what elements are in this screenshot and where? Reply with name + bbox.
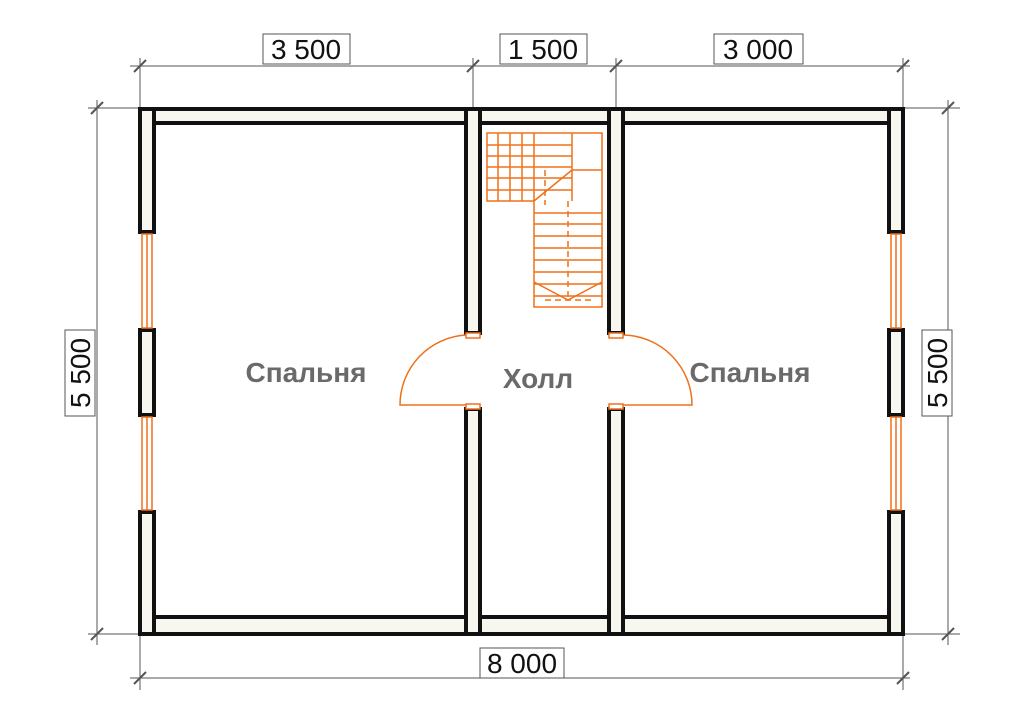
wall-inner-left-upper bbox=[464, 107, 482, 335]
door-left bbox=[399, 334, 467, 406]
wall-top bbox=[138, 107, 905, 125]
door-right bbox=[622, 334, 693, 406]
room-label-bedroom-right: Спальня bbox=[690, 357, 811, 388]
dim-bottom: 8 000 bbox=[487, 648, 557, 679]
room-label-hall: Холл bbox=[503, 363, 573, 394]
doors bbox=[399, 332, 693, 410]
windows bbox=[141, 233, 902, 511]
room-label-bedroom-left: Спальня bbox=[246, 357, 367, 388]
dim-top-right: 3 000 bbox=[723, 34, 793, 65]
staircase bbox=[486, 132, 603, 308]
wall-inner-right-upper bbox=[607, 107, 625, 335]
dim-top-left: 3 500 bbox=[271, 34, 341, 65]
walls bbox=[138, 107, 905, 636]
wall-right-3 bbox=[887, 510, 905, 636]
room-labels: Спальня Холл Спальня bbox=[246, 357, 811, 394]
wall-inner-left-lower bbox=[464, 407, 482, 636]
dimension-lines bbox=[88, 58, 960, 690]
wall-left-2 bbox=[138, 328, 156, 417]
dimension-labels: 3 500 1 500 3 000 8 000 5 500 5 500 bbox=[64, 33, 953, 679]
wall-left-3 bbox=[138, 510, 156, 636]
wall-bottom bbox=[138, 615, 905, 636]
wall-left-1 bbox=[138, 107, 156, 234]
wall-right-1 bbox=[887, 107, 905, 234]
dim-right: 5 500 bbox=[922, 338, 953, 408]
wall-right-2 bbox=[887, 328, 905, 417]
dim-left: 5 500 bbox=[65, 338, 96, 408]
wall-inner-right-lower bbox=[607, 407, 625, 636]
dim-top-center: 1 500 bbox=[508, 34, 578, 65]
